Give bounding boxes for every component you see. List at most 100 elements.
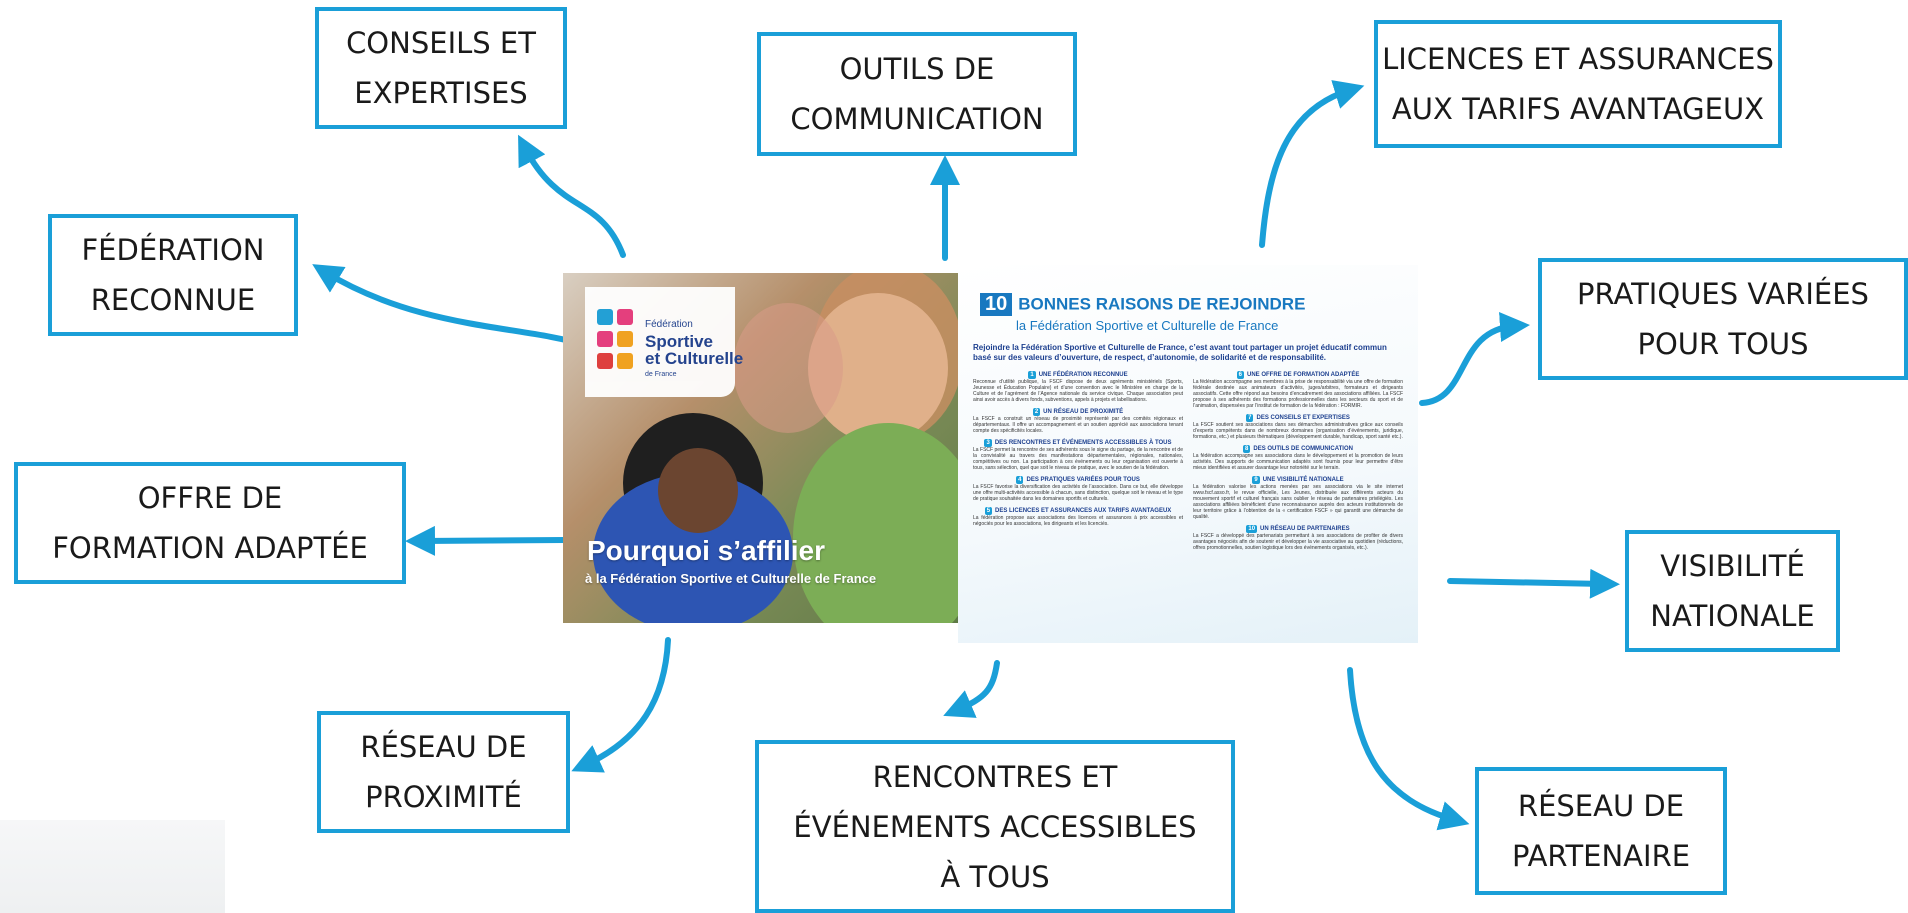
page-subtitle: la Fédération Sportive et Culturelle de … [1016,318,1279,333]
arrow-to-visibilite [1447,568,1620,599]
node-label-line: RÉSEAU DE [1517,789,1685,823]
node-label-line: LICENCES ET ASSURANCES [1382,42,1774,76]
logo-line: Fédération [645,319,693,330]
arrow-to-pratiques [1419,312,1530,406]
arrow-to-conseils [518,134,626,258]
reason-body: La fédération valorise les actions menée… [1193,484,1403,520]
logo-mark [597,331,613,347]
logo-mark [617,309,633,325]
node-label-line: RENCONTRES ET [872,759,1118,794]
photo-shape [658,448,738,533]
reason-title-text: DES RENCONTRES ET ÉVÉNEMENTS ACCESSIBLES… [994,440,1172,446]
node-label-line: OFFRE DE [137,481,283,515]
node-licences-assurances: LICENCES ET ASSURANCES AUX TARIFS AVANTAG… [1374,20,1782,148]
node-reseau-partenaire: RÉSEAU DE PARTENAIRE [1475,767,1727,895]
arrow-to-formation [405,525,568,556]
node-label-line: EXPERTISES [354,76,528,110]
node-label-line: RÉSEAU DE [360,730,527,764]
node-outils-communication: OUTILS DE COMMUNICATION [757,32,1077,156]
node-label-line: PRATIQUES VARIÉES [1577,277,1869,311]
node-label-line: ÉVÉNEMENTS ACCESSIBLES [793,809,1197,844]
logo-line: Sportive [645,332,714,351]
reason-body: La FSCF favorise la diversification des … [973,484,1183,502]
logo-mark [617,331,633,347]
node-federation-reconnue: FÉDÉRATION RECONNUE [48,214,298,336]
arrow-to-licences [1259,80,1365,248]
logo-mark [617,353,633,369]
node-label-line: PROXIMITÉ [365,780,522,814]
cover-title: Pourquoi s’affilier [587,535,826,566]
reason-number: 2 [1032,408,1041,416]
reason-title-text: UNE OFFRE DE FORMATION ADAPTÉE [1247,372,1360,378]
photo-shape [733,303,843,433]
node-label-line: AUX TARIFS AVANTAGEUX [1391,92,1765,126]
reason-number: 1 [1028,371,1036,379]
reason-body: Reconnue d’utilité publique, la FSCF dis… [973,379,1183,403]
node-reseau-proximite: RÉSEAU DE PROXIMITÉ [317,711,570,833]
node-label-line: PARTENAIRE [1511,839,1691,873]
reason-title-text: DES PRATIQUES VARIÉES POUR TOUS [1026,477,1140,483]
reason-body: La fédération accompagne ses membres à l… [1193,379,1403,409]
logo-line: de France [645,371,677,378]
reason-number: 3 [984,439,992,447]
reason-title-text: UN RÉSEAU DE PARTENAIRES [1260,526,1350,532]
reason-number: 9 [1252,476,1260,484]
arrow-to-rencontres [943,660,1000,718]
reason-title-text: UNE VISIBILITÉ NATIONALE [1262,477,1344,483]
node-label-line: OUTILS DE [839,52,995,86]
reason-title-text: UNE FÉDÉRATION RECONNUE [1038,372,1128,378]
reason-body: La FSCF soutient ses associations dans s… [1193,422,1403,440]
node-label-line: RECONNUE [90,283,256,317]
reason-title-text: DES CONSEILS ET EXPERTISES [1256,415,1350,421]
page-number: 10 [980,293,1013,316]
node-label-line: COMMUNICATION [790,102,1044,136]
reason-body: La FSCF permet la rencontre de ses adhér… [973,447,1183,471]
node-label-line: FÉDÉRATION [81,233,265,267]
photo-shape [793,423,958,623]
arrow-to-federation [312,264,588,348]
node-rencontres-evenements: RENCONTRES ET ÉVÉNEMENTS ACCESSIBLES À TOU… [755,740,1235,913]
reason-number: 7 [1246,414,1254,422]
node-offre-formation: OFFRE DE FORMATION ADAPTÉE [14,462,406,584]
page-title: BONNES RAISONS DE REJOINDRE [1018,294,1306,314]
reason-body: La FSCF a construit un réseau de proximi… [973,416,1183,434]
reason-number: 6 [1236,371,1244,379]
node-label-line: FORMATION ADAPTÉE [52,531,368,565]
arrow-to-partenaire [1347,667,1470,831]
logo-line: et Culturelle [645,349,744,368]
node-label-line: VISIBILITÉ [1660,549,1805,583]
reason-body: La fédération accompagne ses association… [1193,453,1403,471]
reason-number: 4 [1016,476,1024,484]
cover-subtitle: à la Fédération Sportive et Culturelle d… [585,571,877,586]
reason-title-text: DES LICENCES ET ASSURANCES AUX TARIFS AV… [995,508,1172,514]
node-label-line: À TOUS [940,859,1050,894]
reason-title-text: DES OUTILS DE COMMUNICATION [1253,446,1353,452]
arrow-to-proximite [571,637,671,773]
logo-mark [597,309,613,325]
